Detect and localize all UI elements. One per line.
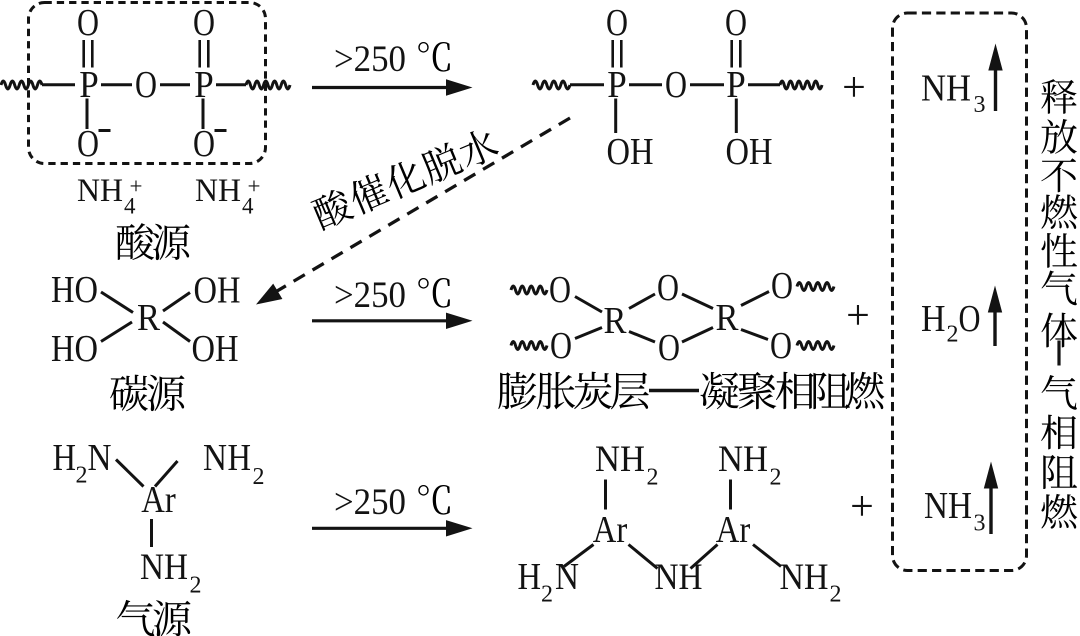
svg-text:4: 4 [242, 194, 254, 219]
svg-text:O: O [549, 269, 571, 311]
svg-text:O: O [959, 298, 981, 340]
svg-text:+: + [248, 174, 261, 199]
svg-text:O: O [193, 123, 215, 165]
svg-text:O: O [606, 2, 628, 44]
svg-text:P: P [194, 64, 214, 106]
svg-text:>250: >250 [334, 39, 406, 80]
svg-text:N: N [203, 437, 227, 479]
svg-text:Ar: Ar [593, 509, 628, 551]
svg-text:O: O [771, 265, 793, 307]
svg-text:O: O [725, 2, 747, 44]
svg-text:O: O [657, 267, 679, 309]
svg-text:Ar: Ar [716, 509, 751, 551]
svg-text:O: O [193, 2, 215, 44]
svg-text:R: R [604, 300, 628, 342]
svg-text:HO: HO [51, 328, 98, 370]
svg-text:NH: NH [718, 439, 768, 480]
svg-text:H: H [518, 556, 542, 598]
svg-text:O: O [550, 325, 572, 367]
svg-text:P: P [79, 64, 99, 106]
svg-text:OH: OH [726, 131, 773, 173]
svg-text:H: H [53, 437, 77, 479]
svg-text:O: O [658, 327, 680, 369]
svg-text:OH: OH [192, 328, 239, 370]
svg-text:2: 2 [253, 464, 265, 490]
svg-text:>250: >250 [334, 275, 406, 316]
svg-text:HO: HO [51, 269, 98, 311]
svg-text:+: + [130, 174, 143, 199]
svg-text:2: 2 [76, 463, 88, 489]
svg-text:NH: NH [77, 173, 123, 209]
svg-text:R: R [716, 297, 740, 339]
svg-text:+: + [846, 293, 870, 339]
svg-text:H: H [921, 298, 946, 340]
svg-text:P: P [607, 64, 627, 106]
svg-text:NH: NH [195, 173, 241, 209]
svg-text:NH: NH [595, 439, 645, 480]
svg-text:O: O [135, 64, 157, 106]
svg-text:>250: >250 [334, 482, 406, 523]
svg-text:OH: OH [607, 131, 654, 173]
svg-text:Ar: Ar [141, 479, 176, 521]
svg-text:NH: NH [780, 557, 829, 598]
svg-text:2: 2 [947, 322, 959, 348]
svg-text:H: H [228, 437, 252, 479]
svg-text:OH: OH [194, 270, 241, 312]
svg-text:2: 2 [647, 465, 659, 491]
svg-text:2: 2 [541, 582, 553, 608]
svg-text:2: 2 [190, 573, 202, 599]
svg-text:P: P [726, 64, 746, 106]
svg-text:N: N [555, 556, 579, 598]
svg-text:O: O [77, 123, 99, 165]
svg-text:O: O [77, 2, 99, 44]
svg-text:2: 2 [830, 582, 842, 608]
svg-text:+: + [842, 65, 866, 111]
svg-text:NH: NH [921, 68, 971, 110]
svg-text:+: + [850, 484, 874, 530]
svg-text:4: 4 [124, 194, 136, 219]
svg-text:NH: NH [924, 485, 972, 527]
svg-text:N: N [88, 437, 112, 479]
svg-text:3: 3 [974, 511, 986, 537]
svg-text:O: O [770, 325, 792, 367]
svg-text:2: 2 [770, 465, 782, 491]
svg-text:R: R [137, 297, 161, 339]
svg-text:O: O [665, 64, 687, 106]
svg-text:NH: NH [140, 547, 188, 588]
svg-text:3: 3 [974, 92, 986, 118]
